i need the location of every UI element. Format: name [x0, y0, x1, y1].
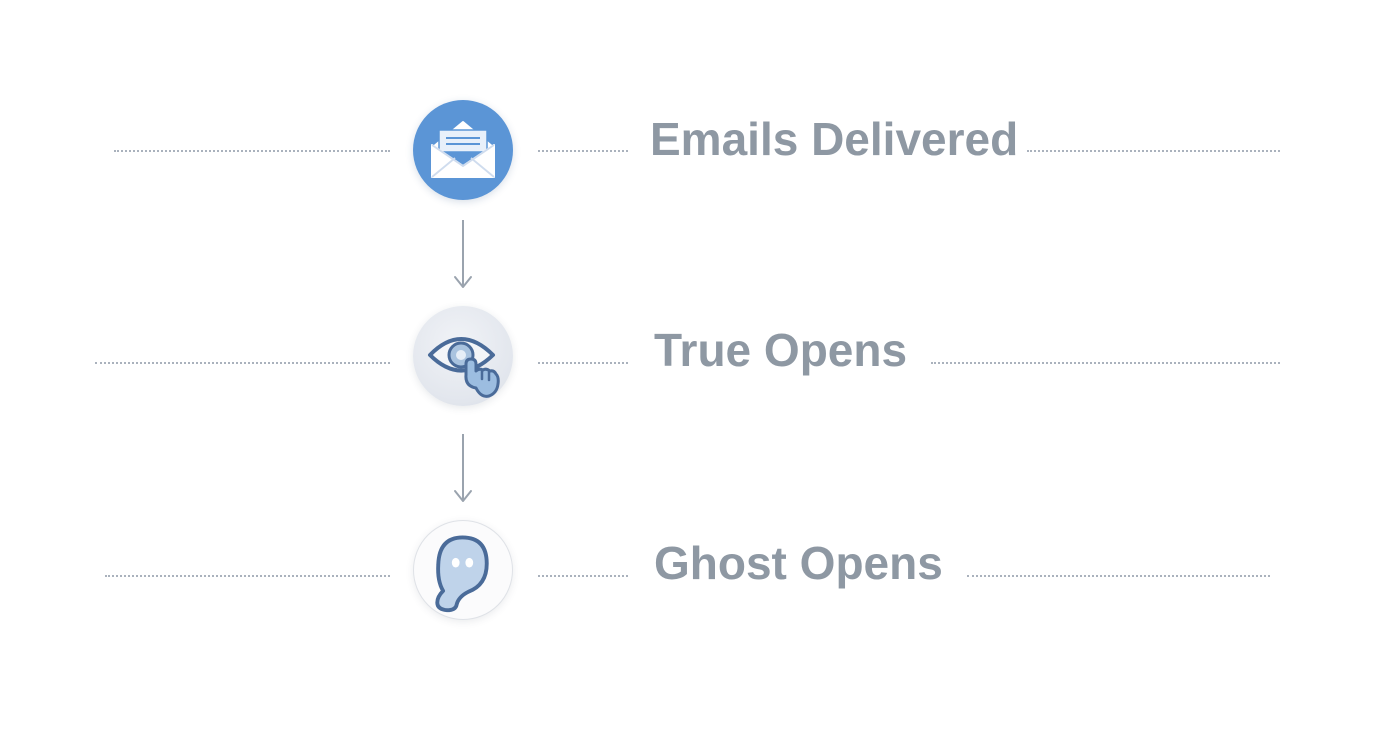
- down-arrow-icon: [454, 220, 472, 288]
- dotted-line-right: [967, 575, 1270, 577]
- eye-click-icon: [428, 337, 500, 398]
- step-label-emails-delivered: Emails Delivered: [650, 113, 1019, 165]
- envelope-node: [413, 100, 513, 200]
- ghost-node: [413, 520, 513, 620]
- step-label-ghost-opens: Ghost Opens: [654, 537, 943, 589]
- dotted-line-mid: [538, 575, 628, 577]
- dotted-line-right: [931, 362, 1280, 364]
- dotted-line-right: [1027, 150, 1280, 152]
- dotted-line-left: [105, 575, 390, 577]
- dotted-line-mid: [538, 150, 628, 152]
- envelope-icon: [431, 121, 495, 178]
- dotted-line-left: [114, 150, 390, 152]
- dotted-line-left: [95, 362, 390, 364]
- eye-node: [413, 306, 513, 406]
- step-label-true-opens: True Opens: [654, 324, 908, 376]
- ghost-icon: [435, 535, 489, 613]
- down-arrow-icon: [454, 434, 472, 502]
- dotted-line-mid: [538, 362, 628, 364]
